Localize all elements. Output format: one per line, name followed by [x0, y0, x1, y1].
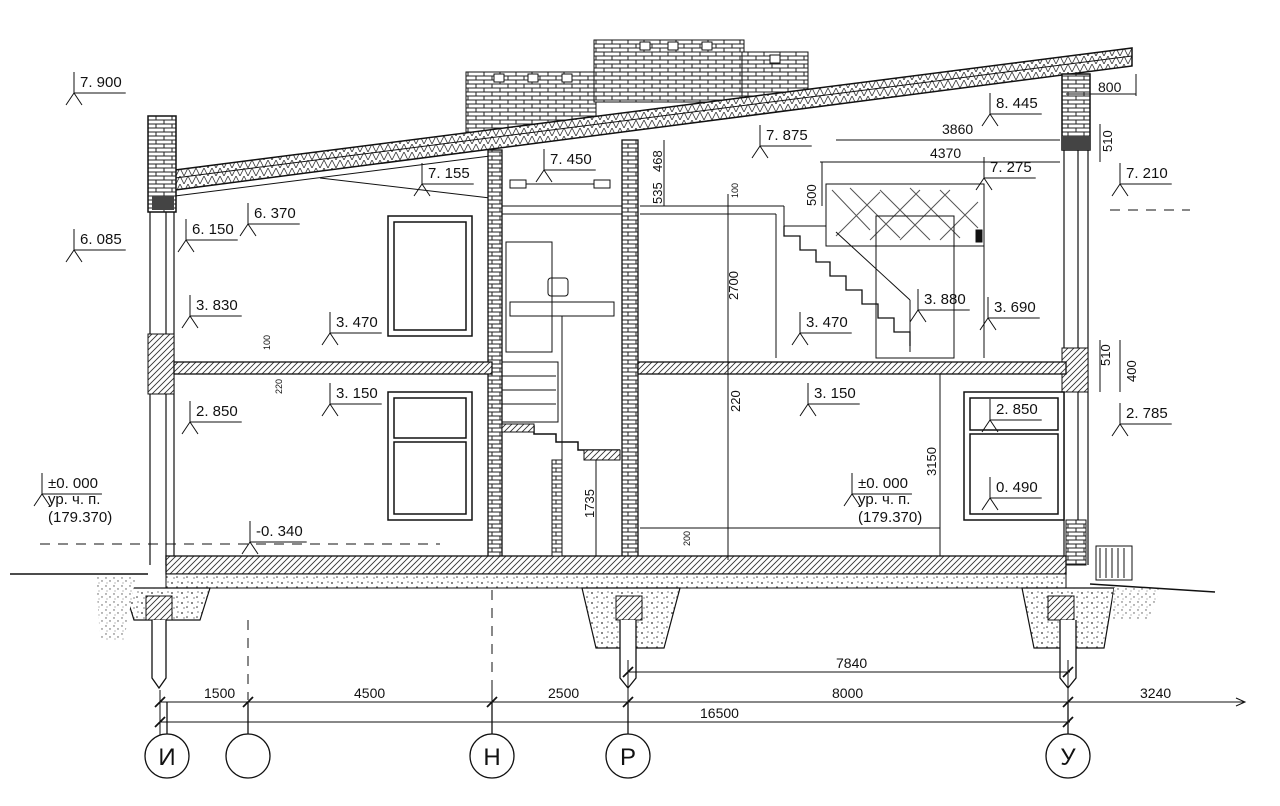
left-wall: [147, 115, 177, 565]
level-7450: 7. 450: [550, 151, 592, 168]
dim-3860: 3860: [942, 121, 973, 137]
level-0490: 0. 490: [996, 479, 1038, 496]
level-marker: [1111, 163, 1172, 197]
level-3150-right: 3. 150: [814, 385, 856, 402]
dim-2700: 2700: [726, 271, 741, 300]
level-marker: [241, 521, 307, 555]
level-marker: [979, 297, 1040, 331]
dim-2500: 2500: [548, 685, 579, 701]
windows: [387, 215, 1065, 521]
level-2850-right: 2. 850: [996, 401, 1038, 418]
level-zero-right: ±0. 000: [858, 475, 908, 492]
level-marker: [843, 473, 912, 507]
level-marker: [909, 289, 970, 323]
dim-100-left: 100: [262, 335, 272, 350]
right-wall: [1061, 73, 1133, 581]
level-7155: 7. 155: [428, 165, 470, 182]
axis-label-u: У: [1060, 744, 1076, 771]
level-marker: [239, 203, 300, 237]
dim-220-center: 220: [728, 390, 743, 412]
level-7275: 7. 275: [990, 159, 1032, 176]
abs-level-left-label: ур. ч. п.: [48, 491, 100, 508]
level-marker: [1111, 403, 1172, 437]
axis-label-r: Р: [620, 744, 636, 771]
level-8445: 8. 445: [996, 95, 1038, 112]
level-marker: [981, 399, 1042, 433]
level-6085: 6. 085: [80, 231, 122, 248]
dim-200: 200: [682, 531, 692, 546]
dim-468: 468: [650, 150, 665, 172]
dimension-lines: [154, 74, 1247, 740]
dim-7840: 7840: [836, 655, 867, 671]
dim-3240: 3240: [1140, 685, 1171, 701]
dim-100-top: 100: [730, 183, 740, 198]
level-7900: 7. 900: [80, 74, 122, 91]
level-3830: 3. 830: [196, 297, 238, 314]
level-3150-left: 3. 150: [336, 385, 378, 402]
dim-1735: 1735: [582, 489, 597, 518]
axis-circle-blank: [225, 733, 271, 779]
dim-1500: 1500: [204, 685, 235, 701]
level-marker: [413, 163, 474, 197]
dim-510-mid: 510: [1098, 344, 1113, 366]
dim-16500: 16500: [700, 705, 739, 721]
level-marker: [791, 312, 852, 346]
level-3470-left: 3. 470: [336, 314, 378, 331]
level-minus-0340: -0. 340: [256, 523, 303, 540]
level-marker: [177, 219, 238, 253]
ground-line: [10, 573, 1216, 593]
level-3880: 3. 880: [924, 291, 966, 308]
reference-lines: [40, 209, 1190, 700]
level-marker: [321, 312, 382, 346]
axis-label-n: Н: [483, 744, 500, 771]
mezzanine-stair: [640, 183, 985, 359]
level-marker: [975, 157, 1036, 191]
foundation: [96, 555, 1160, 649]
level-marker: [181, 295, 242, 329]
level-zero-left: ±0. 000: [48, 475, 98, 492]
dim-220-left: 220: [274, 379, 284, 394]
axis-label-i: И: [158, 744, 175, 771]
level-2785: 2. 785: [1126, 405, 1168, 422]
dim-500: 500: [804, 184, 819, 206]
abs-level-left-value: (179.370): [48, 509, 112, 526]
level-marker: [535, 149, 596, 183]
stairwell: [501, 179, 622, 557]
axis-markers: [144, 702, 1091, 779]
dim-3150: 3150: [924, 447, 939, 476]
interior-walls: [487, 139, 639, 561]
level-marker: [751, 125, 812, 159]
floor-slab: [173, 361, 1067, 375]
level-3470-right: 3. 470: [806, 314, 848, 331]
level-marker: [321, 383, 382, 417]
level-marker: [33, 473, 102, 507]
dim-510-top: 510: [1100, 130, 1115, 152]
dim-8000: 8000: [832, 685, 863, 701]
level-7875: 7. 875: [766, 127, 808, 144]
level-markers: [33, 72, 1172, 555]
level-2850-left: 2. 850: [196, 403, 238, 420]
dim-4370: 4370: [930, 145, 961, 161]
level-marker: [181, 401, 242, 435]
level-marker: [981, 93, 1042, 127]
dim-4500: 4500: [354, 685, 385, 701]
dim-800: 800: [1098, 79, 1122, 95]
level-marker: [65, 72, 126, 106]
abs-level-right-label: ур. ч. п.: [858, 491, 910, 508]
dim-400: 400: [1124, 360, 1139, 382]
level-6370: 6. 370: [254, 205, 296, 222]
level-marker: [981, 477, 1042, 511]
abs-level-right-value: (179.370): [858, 509, 922, 526]
piles: [151, 620, 1077, 690]
level-6150: 6. 150: [192, 221, 234, 238]
level-marker: [65, 229, 126, 263]
level-7210: 7. 210: [1126, 165, 1168, 182]
dim-535: 535: [650, 182, 665, 204]
brick-parapets: [465, 39, 809, 133]
level-marker: [799, 383, 860, 417]
level-3690: 3. 690: [994, 299, 1036, 316]
